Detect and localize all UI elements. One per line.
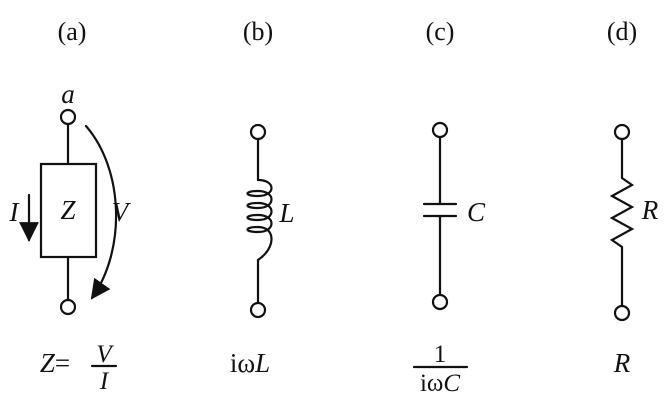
capacitor-impedance-denominator: iωC	[420, 370, 460, 397]
panel-c-capacitor: C 1 iωC	[412, 121, 486, 397]
voltage-arc	[84, 124, 118, 300]
terminal-top-c	[431, 121, 449, 139]
terminal-bottom-a	[59, 298, 77, 316]
terminal-bottom-c	[431, 293, 449, 311]
panel-b-inductor: L iωL	[230, 123, 295, 378]
terminal-bottom-d	[613, 304, 631, 322]
panel-label-b: (b)	[243, 17, 273, 46]
inductor-impedance: iωL	[230, 348, 270, 378]
voltage-v-label: V	[112, 197, 132, 227]
capacitor-c-label: C	[467, 197, 486, 227]
impedance-formula-lhs: Z=	[40, 348, 70, 378]
panel-label-a: (a)	[58, 17, 87, 46]
inductor-coil	[246, 178, 273, 262]
panel-a-generic-impedance: a Z I V Z= V I	[9, 79, 132, 395]
terminal-top-d	[613, 123, 631, 141]
terminal-a-label: a	[61, 79, 75, 109]
panel-d-resistor: R R	[609, 123, 659, 378]
resistor-zigzag	[609, 176, 635, 249]
terminal-bottom-b	[249, 301, 267, 319]
panel-label-d: (d)	[607, 17, 637, 46]
resistor-r-label: R	[641, 195, 659, 225]
formula-numerator-v: V	[96, 341, 114, 368]
impedance-z-label: Z	[60, 195, 76, 225]
panel-label-c: (c)	[426, 17, 455, 46]
terminal-top-b	[249, 123, 267, 141]
current-i-label: I	[9, 197, 21, 227]
inductor-l-label: L	[278, 198, 294, 228]
resistor-impedance: R	[613, 348, 631, 378]
capacitor-impedance-numerator: 1	[434, 341, 447, 368]
formula-denominator-i: I	[99, 368, 110, 395]
terminal-top-a	[59, 108, 77, 126]
